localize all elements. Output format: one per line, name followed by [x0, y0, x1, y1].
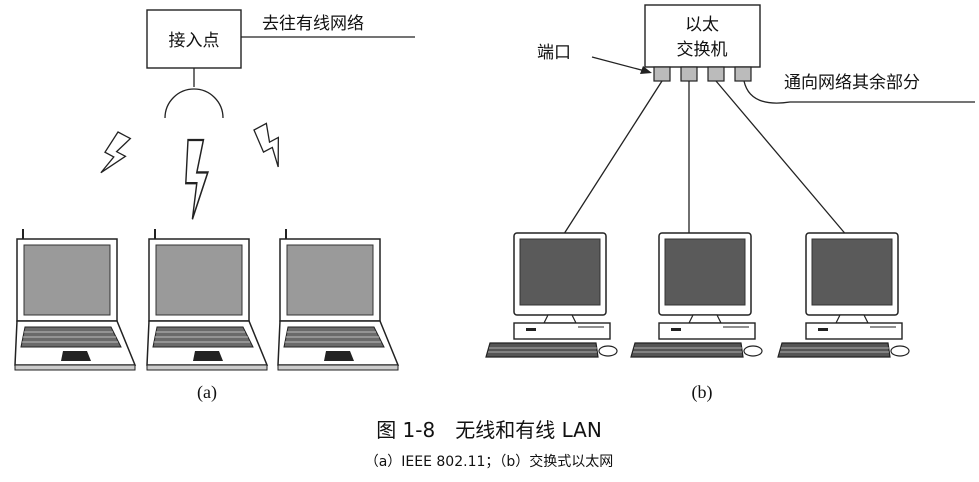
- switch-label-line2: 交换机: [677, 40, 728, 60]
- port-icon: [653, 66, 671, 82]
- cable: [561, 80, 663, 238]
- laptop-icon: [146, 228, 268, 371]
- access-point-dome: [164, 88, 224, 119]
- lightning-bolt-icon: [184, 138, 209, 221]
- desktop-computer-icon: [630, 232, 763, 358]
- panel-a-label: (a): [197, 382, 217, 403]
- lightning-bolt-icon: [94, 130, 135, 180]
- port-icon: [734, 66, 752, 82]
- access-point-label: 接入点: [169, 31, 220, 51]
- rest-of-network-label: 通向网络其余部分: [784, 73, 920, 93]
- panel-a: 接入点 去往有线网络 (a): [14, 9, 415, 403]
- arrow-head-icon: [640, 66, 652, 74]
- port-icon: [680, 66, 698, 82]
- laptop-icon: [14, 228, 136, 371]
- figure-caption-subtitle: （a）IEEE 802.11；（b）交换式以太网: [365, 453, 614, 470]
- wired-network-label: 去往有线网络: [262, 14, 364, 34]
- ethernet-switch: 以太 交换机: [644, 4, 761, 82]
- cable: [715, 80, 849, 238]
- panel-b-label: (b): [692, 382, 713, 403]
- panel-b: 以太 交换机 端口 通向网络其余部分 (b): [485, 4, 975, 403]
- port-icon: [707, 66, 725, 82]
- figure-caption-title: 图 1-8 无线和有线 LAN: [376, 418, 602, 442]
- desktop-computer-icon: [485, 232, 618, 358]
- port-arrow: [591, 56, 646, 72]
- lightning-bolt-icon: [251, 120, 292, 171]
- laptop-icon: [277, 228, 399, 371]
- access-point: 接入点: [146, 9, 242, 69]
- desktop-computer-icon: [777, 232, 910, 358]
- switch-label-line1: 以太: [685, 15, 719, 35]
- port-label: 端口: [537, 43, 571, 63]
- rest-of-network-link: [743, 80, 975, 104]
